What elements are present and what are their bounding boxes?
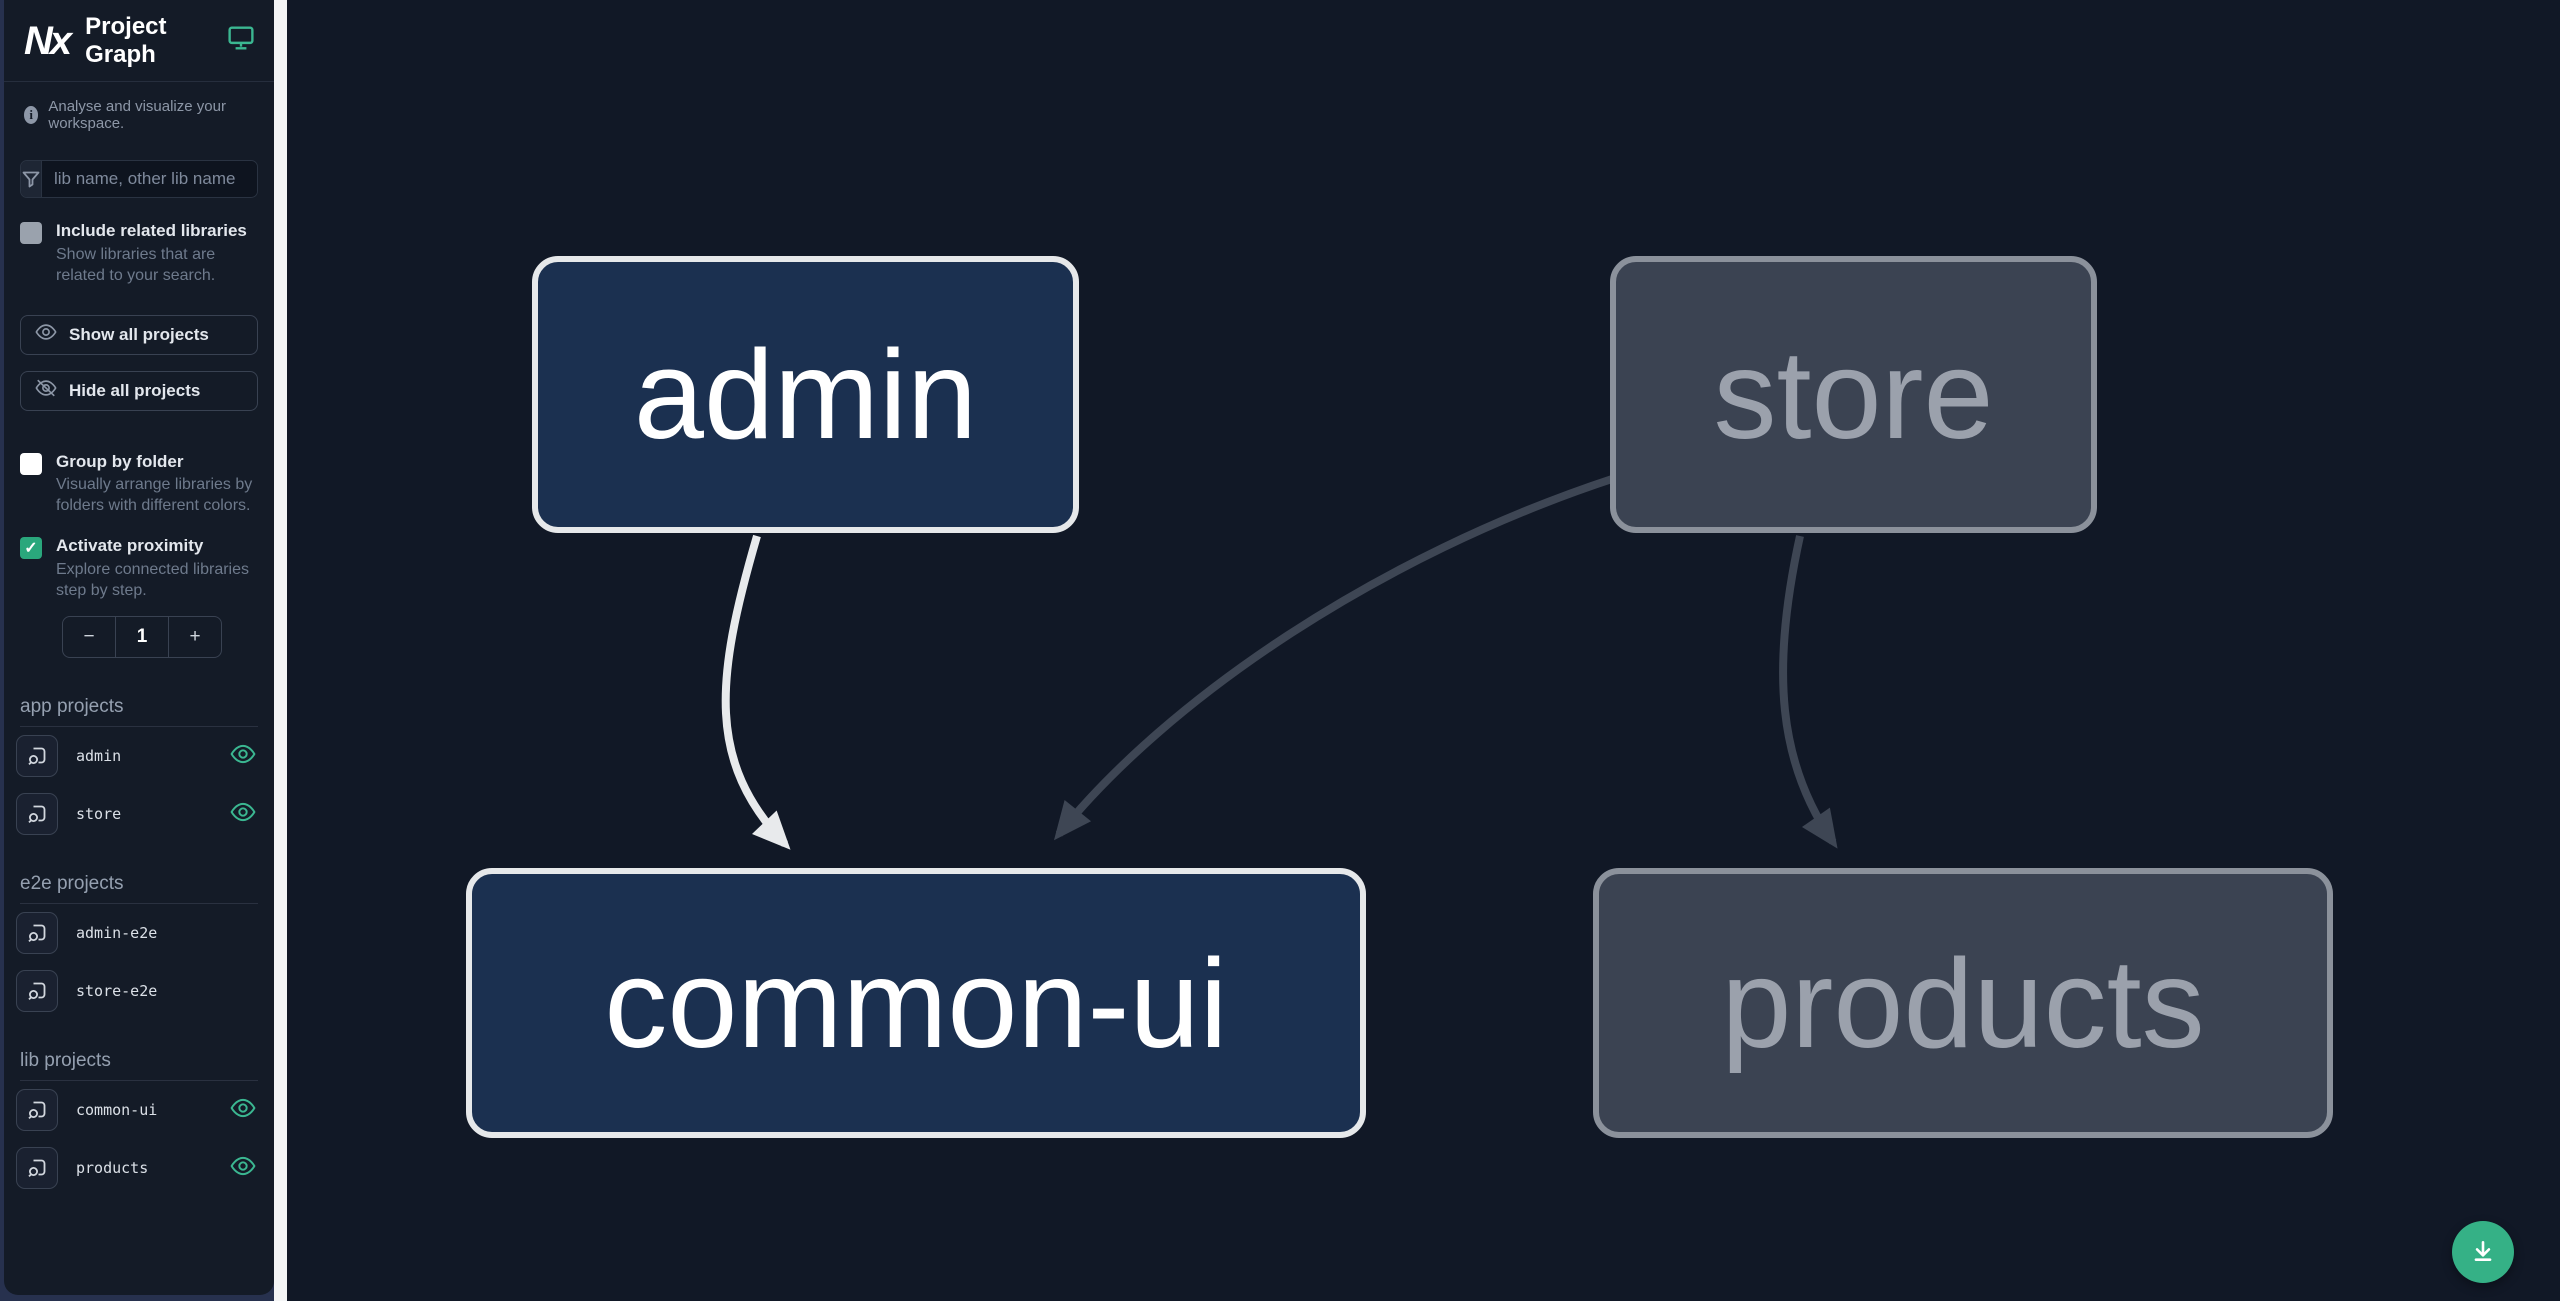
hide-all-projects-label: Hide all projects	[69, 380, 201, 400]
edge-admin-common-ui	[721, 534, 791, 850]
graph-node-common-ui[interactable]: common-ui	[466, 868, 1366, 1138]
group-by-folder-option: Group by folder Visually arrange librari…	[4, 439, 274, 524]
hide-all-projects-button[interactable]: Hide all projects	[20, 370, 258, 411]
activate-proximity-checkbox[interactable]: ✓	[20, 537, 42, 560]
download-icon	[2470, 1238, 2496, 1267]
project-row-store: store	[4, 785, 274, 843]
group-by-folder-description: Visually arrange libraries by folders wi…	[56, 476, 253, 515]
graph-node-store[interactable]: store	[1610, 256, 2097, 533]
info-icon: i	[24, 106, 39, 124]
project-name: products	[76, 1158, 149, 1177]
node-label: products	[1721, 932, 2205, 1074]
filter-funnel-icon	[21, 161, 42, 197]
include-related-description: Show libraries that are related to your …	[56, 245, 216, 284]
app-title: Project Graph	[85, 12, 167, 68]
node-label: store	[1713, 324, 1994, 465]
group-by-folder-checkbox[interactable]	[20, 452, 42, 475]
sidebar-header: Nx Project Graph	[4, 0, 274, 82]
project-row-products: products	[4, 1139, 274, 1197]
eye-icon	[35, 323, 57, 346]
tagline-text: Analyse and visualize your workspace.	[48, 98, 226, 132]
activate-proximity-option: ✓ Activate proximity Explore connected l…	[4, 523, 274, 602]
project-row-admin: admin	[4, 727, 274, 785]
edge-store-products	[1779, 535, 1838, 849]
section-app-projects: app projects	[20, 696, 258, 727]
eye-off-icon	[35, 378, 57, 403]
dependency-edges	[721, 474, 1838, 850]
download-graph-button[interactable]	[2452, 1221, 2514, 1283]
project-row-store-e2e: store-e2e	[4, 962, 274, 1020]
graph-node-products[interactable]: products	[1593, 868, 2333, 1138]
proximity-value: 1	[115, 616, 168, 657]
sidebar-resizer-handle[interactable]	[274, 0, 287, 1301]
activate-proximity-label: Activate proximity	[56, 536, 204, 556]
project-row-admin-e2e: admin-e2e	[4, 904, 274, 962]
focus-project-button[interactable]	[16, 792, 58, 835]
monitor-icon[interactable]	[228, 26, 254, 55]
proximity-decrement-button[interactable]: −	[83, 625, 95, 647]
search-input[interactable]	[42, 161, 257, 197]
graph-node-admin[interactable]: admin	[532, 256, 1079, 533]
focus-project-button[interactable]	[16, 734, 58, 777]
focus-project-button[interactable]	[16, 1088, 58, 1131]
focus-project-button[interactable]	[16, 1146, 58, 1189]
nx-logo: Nx	[24, 18, 72, 63]
graph-canvas[interactable]: admin store common-ui products	[287, 0, 2560, 1301]
tagline: i Analyse and visualize your workspace.	[4, 82, 274, 146]
project-name: store	[76, 804, 122, 823]
project-name: admin-e2e	[76, 923, 158, 942]
proximity-stepper: − 1 +	[62, 615, 222, 658]
focus-project-button[interactable]	[16, 969, 58, 1012]
section-lib-projects: lib projects	[20, 1050, 258, 1081]
toggle-visibility-eye-icon[interactable]	[230, 1097, 256, 1123]
show-all-projects-label: Show all projects	[69, 324, 209, 344]
node-label: admin	[633, 324, 978, 465]
include-related-option: Include related libraries Show libraries…	[4, 208, 274, 293]
sidebar: Nx Project Graph i Analyse and visualize…	[0, 0, 274, 1301]
project-name: common-ui	[76, 1100, 158, 1119]
proximity-increment-button[interactable]: +	[168, 616, 221, 657]
toggle-visibility-eye-icon[interactable]	[230, 743, 256, 769]
activate-proximity-description: Explore connected libraries step by step…	[56, 561, 249, 599]
focus-project-button[interactable]	[16, 911, 58, 954]
edge-store-common-ui	[1053, 474, 1617, 841]
project-name: store-e2e	[76, 981, 158, 1000]
node-label: common-ui	[604, 932, 1228, 1074]
group-by-folder-label: Group by folder	[56, 451, 184, 471]
toggle-visibility-eye-icon[interactable]	[230, 1155, 256, 1181]
section-e2e-projects: e2e projects	[20, 873, 258, 904]
include-related-label: Include related libraries	[56, 221, 247, 240]
toggle-visibility-eye-icon[interactable]	[230, 801, 256, 827]
include-related-checkbox[interactable]	[20, 222, 42, 244]
search-box	[20, 160, 258, 198]
show-all-projects-button[interactable]: Show all projects	[20, 314, 258, 355]
project-name: admin	[76, 746, 122, 765]
project-row-common-ui: common-ui	[4, 1081, 274, 1139]
